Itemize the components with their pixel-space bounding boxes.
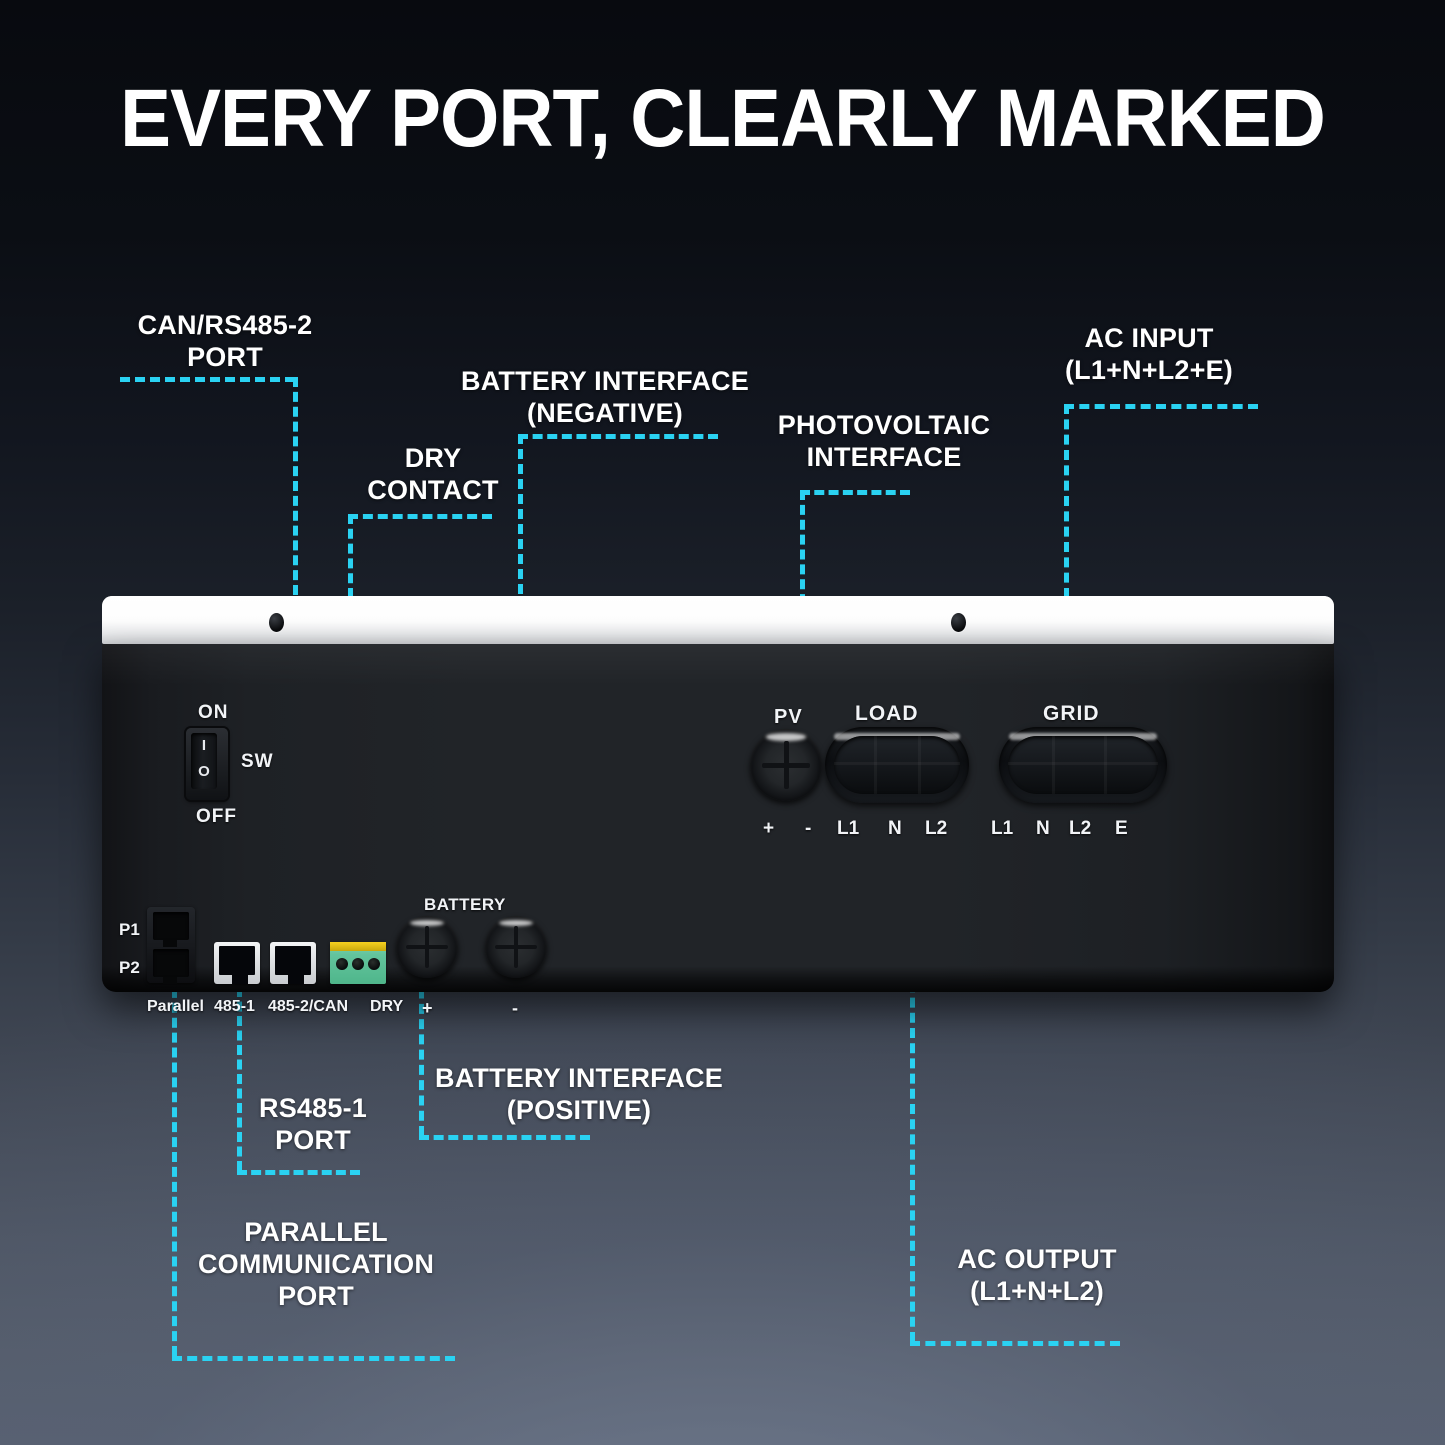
leader-rs485-1-h xyxy=(237,1170,360,1175)
callout-parallel-comm: PARALLEL COMMUNICATION PORT xyxy=(197,1217,435,1311)
dry-contact-terminal[interactable] xyxy=(330,942,386,984)
switch-on-label: ON xyxy=(198,702,229,723)
leader-battery-positive-h xyxy=(419,1135,590,1140)
leader-battery-negative-h xyxy=(518,434,718,439)
grid-port-inner xyxy=(1008,736,1158,794)
parallel-port-housing[interactable] xyxy=(147,907,195,984)
leader-ac-input-v xyxy=(1064,404,1069,736)
load-title: LOAD xyxy=(855,702,919,725)
dry-terminal-screw-strip xyxy=(330,942,386,951)
dry-terminal-hole-3[interactable] xyxy=(368,958,380,970)
load-pin-l2: L2 xyxy=(925,818,948,839)
device-front-panel: ON I O SW OFF P1 P2 xyxy=(102,644,1334,1018)
pv-negative-label: - xyxy=(805,818,812,839)
battery-negative-gland[interactable] xyxy=(485,916,547,978)
dry-terminal-hole-1[interactable] xyxy=(336,958,348,970)
callout-ac-output: AC OUTPUT (L1+N+L2) xyxy=(957,1244,1117,1306)
battery-negative-label: - xyxy=(512,998,518,1018)
power-switch[interactable]: I O xyxy=(186,728,228,800)
switch-on-glyph: I xyxy=(201,737,207,754)
battery-positive-label: + xyxy=(422,998,433,1018)
device-top-cap xyxy=(102,596,1334,650)
callout-can-rs485-2: CAN/RS485-2 PORT xyxy=(137,310,313,372)
load-port-inner xyxy=(834,736,960,794)
silkscreen-rs485-1: 485-1 xyxy=(214,998,255,1015)
leader-photovoltaic-h xyxy=(800,490,910,495)
parallel-port-p2[interactable] xyxy=(153,949,189,984)
switch-name-label: SW xyxy=(241,751,274,772)
parallel-p2-label: P2 xyxy=(119,958,140,977)
leader-ac-output-v xyxy=(910,800,915,1342)
callout-ac-input: AC INPUT (L1+N+L2+E) xyxy=(1064,323,1233,385)
leader-parallel-comm-v xyxy=(172,958,177,1356)
switch-off-glyph: O xyxy=(198,763,210,780)
callout-photovoltaic: PHOTOVOLTAIC INTERFACE xyxy=(777,410,991,472)
battery-title: BATTERY xyxy=(424,895,506,914)
load-port[interactable] xyxy=(825,727,969,803)
rs485-1-port[interactable] xyxy=(214,942,260,984)
inverter-device: ON I O SW OFF P1 P2 xyxy=(102,596,1334,1018)
pv-gland[interactable] xyxy=(750,729,822,801)
callout-battery-negative: BATTERY INTERFACE (NEGATIVE) xyxy=(461,366,749,428)
parallel-port-p1[interactable] xyxy=(153,912,189,947)
dry-terminal-hole-2[interactable] xyxy=(352,958,364,970)
page-title: EVERY PORT, CLEARLY MARKED xyxy=(120,73,1326,164)
leader-dry-contact-h xyxy=(348,514,492,519)
grid-pin-n: N xyxy=(1036,818,1050,839)
load-pin-l1: L1 xyxy=(837,818,860,839)
top-screw-right xyxy=(951,613,966,632)
pv-title: PV xyxy=(774,706,803,728)
callout-battery-positive: BATTERY INTERFACE (POSITIVE) xyxy=(435,1063,723,1125)
grid-title: GRID xyxy=(1043,702,1100,725)
grid-port[interactable] xyxy=(999,727,1167,803)
top-screw-left xyxy=(269,613,284,632)
leader-battery-positive-v xyxy=(419,958,424,1136)
leader-can-rs485-2-h xyxy=(120,377,295,382)
silkscreen-dry: DRY xyxy=(370,998,404,1015)
grid-pin-l2: L2 xyxy=(1069,818,1092,839)
battery-positive-gland[interactable] xyxy=(396,916,458,978)
parallel-p1-label: P1 xyxy=(119,920,140,939)
pv-positive-label: + xyxy=(763,818,775,839)
power-switch-knob[interactable]: I O xyxy=(191,733,217,789)
leader-ac-input-h xyxy=(1064,404,1258,409)
silkscreen-rs485-2-can: 485-2/CAN xyxy=(268,998,349,1015)
leader-rs485-1-v xyxy=(237,958,242,1171)
leader-parallel-comm-h xyxy=(172,1356,455,1361)
callout-rs485-1: RS485-1 PORT xyxy=(259,1093,367,1155)
silkscreen-parallel: Parallel xyxy=(147,998,204,1015)
grid-pin-l1: L1 xyxy=(991,818,1014,839)
switch-off-label: OFF xyxy=(196,806,237,827)
rs485-2-can-port[interactable] xyxy=(270,942,316,984)
leader-ac-output-h xyxy=(910,1341,1120,1346)
callout-dry-contact: DRY CONTACT xyxy=(367,443,499,505)
load-pin-n: N xyxy=(888,818,902,839)
grid-pin-e: E xyxy=(1115,818,1128,839)
